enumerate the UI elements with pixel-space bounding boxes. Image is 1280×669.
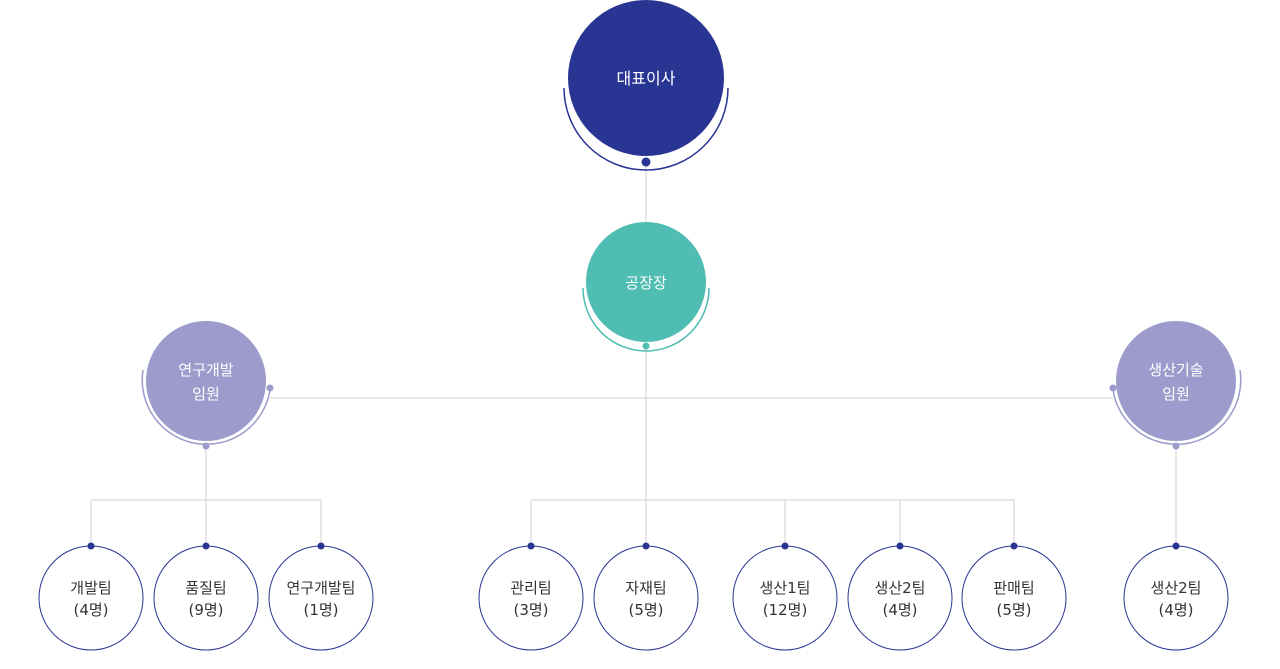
prod-label-1: 생산기술	[1148, 361, 1203, 379]
prod2-label-1: 생산2팀	[875, 579, 926, 597]
rndteam-label-1: 연구개발팀	[286, 579, 355, 597]
material-label-1: 자재팀	[625, 579, 666, 597]
rnd-arc	[141, 369, 271, 446]
sales-label-2: (5명)	[996, 601, 1031, 619]
prod-dot-bottom	[1172, 442, 1180, 450]
prod-circle	[1116, 321, 1236, 441]
node-material-team: 자재팀 (5명)	[593, 542, 699, 651]
plant-dot	[642, 342, 650, 350]
ceo-arc	[563, 87, 729, 171]
prod2b-dot	[1172, 542, 1180, 550]
prod2-label-2: (4명)	[882, 601, 917, 619]
node-dev-team: 개발팀 (4명)	[38, 542, 144, 651]
node-ceo: 대표이사	[563, 0, 729, 171]
rnd-label-2: 임원	[192, 385, 220, 403]
dev-label-1: 개발팀	[70, 579, 111, 597]
node-rnd-team: 연구개발팀 (1명)	[268, 542, 374, 651]
node-prod1-team: 생산1팀 (12명)	[732, 542, 838, 651]
rnd-label-1: 연구개발	[178, 361, 233, 379]
ceo-label: 대표이사	[617, 69, 676, 88]
quality-label-1: 품질팀	[185, 579, 226, 597]
quality-dot	[202, 542, 210, 550]
prod1-circle	[732, 545, 838, 651]
rnd-dot-right	[266, 384, 274, 392]
prod2-circle	[847, 545, 953, 651]
quality-label-2: (9명)	[188, 601, 223, 619]
node-rnd-exec: 연구개발 임원	[141, 321, 274, 450]
rndteam-circle	[268, 545, 374, 651]
dev-label-2: (4명)	[73, 601, 108, 619]
plant-circle	[586, 222, 706, 342]
material-circle	[593, 545, 699, 651]
material-label-2: (5명)	[628, 601, 663, 619]
prod2b-circle	[1123, 545, 1229, 651]
prod1-label-1: 생산1팀	[760, 579, 811, 597]
rndteam-dot	[317, 542, 325, 550]
quality-circle	[153, 545, 259, 651]
plant-label: 공장장	[625, 274, 667, 292]
node-prod2-team: 생산2팀 (4명)	[847, 542, 953, 651]
admin-dot	[527, 542, 535, 550]
rndteam-label-2: (1명)	[303, 601, 338, 619]
prod2b-label-1: 생산2팀	[1151, 579, 1202, 597]
plant-arc	[582, 287, 710, 352]
dev-circle	[38, 545, 144, 651]
node-sales-team: 판매팀 (5명)	[961, 542, 1067, 651]
prod1-label-2: (12명)	[763, 601, 808, 619]
prod-dot-left	[1109, 384, 1117, 392]
sales-circle	[961, 545, 1067, 651]
admin-label-1: 관리팀	[510, 579, 551, 597]
admin-circle	[478, 545, 584, 651]
node-admin-team: 관리팀 (3명)	[478, 542, 584, 651]
prod2b-label-2: (4명)	[1158, 601, 1193, 619]
prod-label-2: 임원	[1162, 385, 1190, 403]
prod1-dot	[781, 542, 789, 550]
ceo-circle	[568, 0, 724, 156]
admin-label-2: (3명)	[513, 601, 548, 619]
dev-dot	[87, 542, 95, 550]
node-prod-exec: 생산기술 임원	[1109, 321, 1242, 450]
rnd-dot-bottom	[202, 442, 210, 450]
material-dot	[642, 542, 650, 550]
node-prod2b-team: 생산2팀 (4명)	[1123, 542, 1229, 651]
node-quality-team: 품질팀 (9명)	[153, 542, 259, 651]
sales-dot	[1010, 542, 1018, 550]
node-plant: 공장장	[582, 222, 710, 352]
ceo-dot	[641, 157, 651, 167]
sales-label-1: 판매팀	[993, 579, 1034, 597]
connector-lines	[90, 162, 1177, 546]
prod2-dot	[896, 542, 904, 550]
rnd-circle	[146, 321, 266, 441]
prod-arc	[1112, 369, 1242, 446]
